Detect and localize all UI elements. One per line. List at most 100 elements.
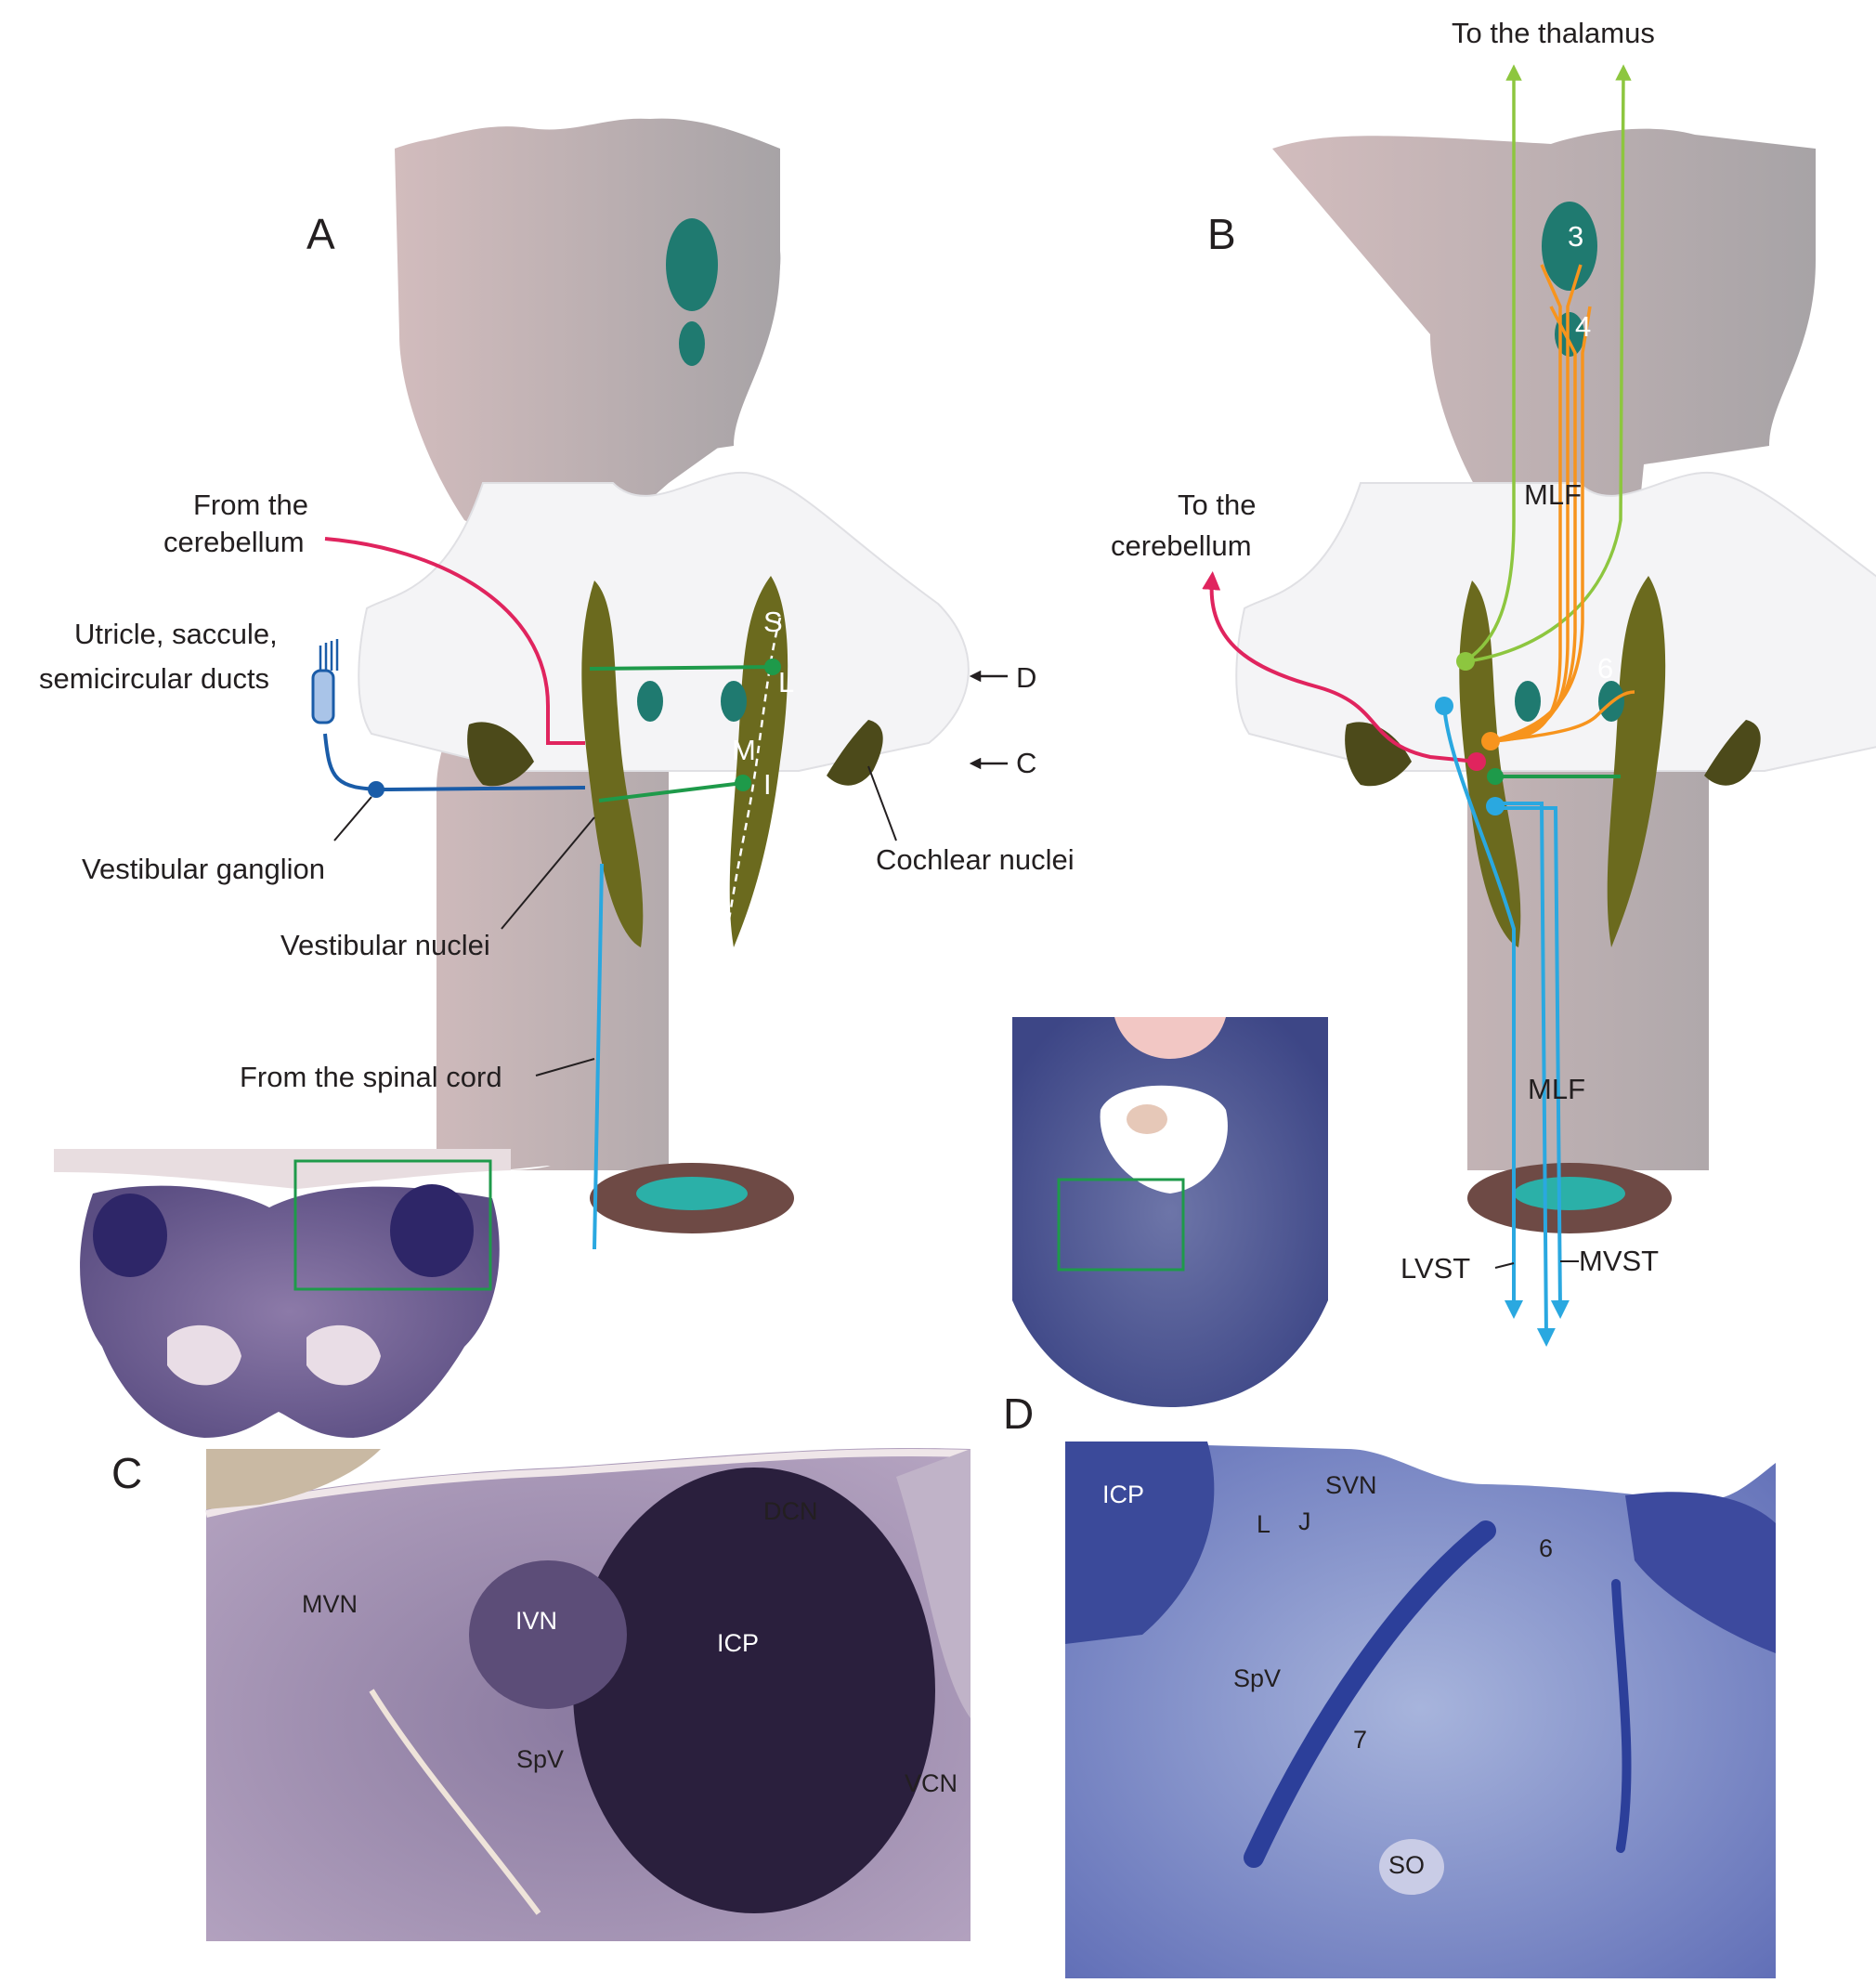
cochlear-nuclei-label: Cochlear nuclei bbox=[876, 843, 1075, 876]
lvst-dot bbox=[1435, 697, 1453, 715]
ivn-label: IVN bbox=[515, 1607, 557, 1635]
leader-cochlear bbox=[867, 765, 897, 841]
panel-c: C MVN IVN ICP DCN SpV VCN bbox=[111, 1448, 971, 1941]
thalamic-dot bbox=[1456, 652, 1475, 671]
vestibular-nucleus-left-b bbox=[1459, 581, 1521, 947]
lvst-label: LVST bbox=[1400, 1252, 1470, 1285]
level-d-label: D bbox=[1016, 661, 1036, 694]
j-label-d: J bbox=[1298, 1507, 1311, 1535]
icp-label-d: ICP bbox=[1102, 1481, 1144, 1508]
thumbnail-section-c bbox=[54, 1149, 511, 1444]
mlf-lower-label: MLF bbox=[1528, 1073, 1585, 1105]
nucleus-3-label: 3 bbox=[1568, 220, 1583, 253]
nucleus-i-label: I bbox=[763, 768, 772, 801]
spinal-input-a bbox=[593, 863, 604, 1250]
spinal-cord-gray-b bbox=[1514, 1177, 1625, 1210]
mlf-upper-label: MLF bbox=[1524, 478, 1582, 511]
mvst-dot bbox=[1486, 797, 1505, 815]
vcn-label: VCN bbox=[905, 1769, 958, 1797]
leader-lvst bbox=[1494, 1262, 1515, 1269]
trochlear-nucleus-b bbox=[1555, 312, 1584, 357]
receptor-hair-cell-icon bbox=[311, 639, 339, 724]
cerebellar-output-dot bbox=[1467, 752, 1486, 771]
histology-d-right-dark bbox=[1625, 1492, 1776, 1653]
thalamic-pathway-1 bbox=[1466, 64, 1522, 661]
histology-c-choroid bbox=[206, 1449, 381, 1509]
nucleus-m-label: M bbox=[732, 734, 756, 766]
cochlear-nucleus-left-b bbox=[1345, 722, 1412, 787]
mvn-label: MVN bbox=[302, 1590, 358, 1618]
lvst-pathway bbox=[1442, 705, 1523, 1319]
mvst-pathway-1 bbox=[1495, 802, 1556, 1347]
cerebellar-output-b bbox=[1202, 571, 1478, 763]
cerebellar-input-a bbox=[324, 537, 585, 745]
oculomotor-mlf-pathways bbox=[1490, 264, 1635, 743]
oculomotor-dot bbox=[1481, 732, 1500, 750]
leader-ganglion bbox=[333, 796, 372, 841]
leader-vestibular-nuclei bbox=[501, 816, 595, 930]
spv-label-c: SpV bbox=[516, 1745, 564, 1773]
histology-c-surface bbox=[205, 1449, 971, 1518]
seven-label-d: 7 bbox=[1353, 1726, 1367, 1754]
oculomotor-nucleus-b bbox=[1542, 202, 1597, 291]
commissural-lower-dot bbox=[735, 775, 751, 791]
cochlear-nucleus-right-b bbox=[1704, 720, 1761, 786]
to-thalamus-label: To the thalamus bbox=[1452, 17, 1655, 49]
panel-letter-c: C bbox=[111, 1449, 142, 1497]
histology-d-top-margin bbox=[1065, 1438, 1776, 1501]
histology-d-dark-left bbox=[1065, 1442, 1215, 1644]
cochlear-nucleus-left-a bbox=[467, 722, 534, 787]
trochlear-nucleus-a bbox=[679, 321, 705, 366]
ivn-region-c bbox=[469, 1560, 627, 1709]
thumbnail-c-inset-box bbox=[293, 1159, 492, 1291]
spinal-cord-gray-a bbox=[636, 1177, 748, 1210]
panel-a: A From the cerebellum Utricle, saccule, … bbox=[39, 118, 1075, 1250]
nucleus-4-label: 4 bbox=[1575, 310, 1591, 343]
panel-d: D ICP L J SVN 6 SpV 7 SO bbox=[1003, 1389, 1776, 1978]
from-spinal-cord-label: From the spinal cord bbox=[240, 1061, 502, 1093]
mvst-pathway-2 bbox=[1495, 806, 1570, 1319]
six-label-d: 6 bbox=[1539, 1534, 1553, 1562]
nucleus-s-label: S bbox=[763, 606, 783, 638]
mvst-label: MVST bbox=[1579, 1245, 1659, 1277]
vestibular-ganglion-label: Vestibular ganglion bbox=[82, 853, 325, 885]
from-cerebellum-line2: cerebellum bbox=[163, 526, 305, 558]
vestibular-nucleus-left-a bbox=[581, 581, 644, 947]
from-cerebellum-line1: From the bbox=[193, 489, 308, 521]
svn-label: SVN bbox=[1325, 1471, 1377, 1499]
thumbnail-pons bbox=[1012, 1017, 1328, 1407]
to-cerebellum-line2: cerebellum bbox=[1111, 529, 1252, 562]
histology-c-fiber bbox=[369, 1689, 541, 1915]
icp-label-c: ICP bbox=[717, 1629, 759, 1657]
abducens-right-a bbox=[721, 681, 747, 722]
oculomotor-nucleus-a bbox=[666, 218, 718, 311]
abducens-left-b bbox=[1515, 681, 1541, 722]
nuclear-boundary-a bbox=[727, 617, 782, 920]
commissural-dot-b bbox=[1487, 768, 1504, 785]
panel-letter-a: A bbox=[306, 210, 335, 258]
dcn-label: DCN bbox=[763, 1497, 818, 1525]
l-label-d: L bbox=[1257, 1510, 1270, 1538]
histology-c-edge bbox=[896, 1449, 971, 1718]
thumbnail-d-inset-box bbox=[1057, 1178, 1185, 1272]
peduncle-cut-a bbox=[358, 471, 970, 772]
leader-spinal bbox=[535, 1058, 595, 1076]
so-label: SO bbox=[1388, 1851, 1425, 1879]
panel-letter-b: B bbox=[1207, 210, 1236, 258]
spv-label-d: SpV bbox=[1233, 1664, 1281, 1692]
thalamic-pathway-2 bbox=[1466, 64, 1632, 663]
vestibular-nucleus-right-b bbox=[1607, 576, 1666, 947]
thumbnail-section-d bbox=[1012, 1017, 1328, 1407]
histology-d-fiber-2 bbox=[1611, 1579, 1632, 1853]
nucleus-l-label: L bbox=[778, 666, 794, 698]
peduncle-cut-b bbox=[1235, 471, 1876, 772]
panel-letter-d: D bbox=[1003, 1389, 1034, 1438]
receptors-line1: Utricle, saccule, bbox=[74, 618, 278, 650]
level-c-label: C bbox=[1016, 747, 1036, 779]
icp-mass-c bbox=[573, 1468, 935, 1913]
receptors-line2: semicircular ducts bbox=[39, 662, 269, 695]
nucleus-6-label: 6 bbox=[1597, 652, 1613, 685]
panel-b: B To the thalamus To the cerebellum MLF … bbox=[1111, 17, 1876, 1347]
vestibular-nuclei-label: Vestibular nuclei bbox=[280, 929, 490, 961]
